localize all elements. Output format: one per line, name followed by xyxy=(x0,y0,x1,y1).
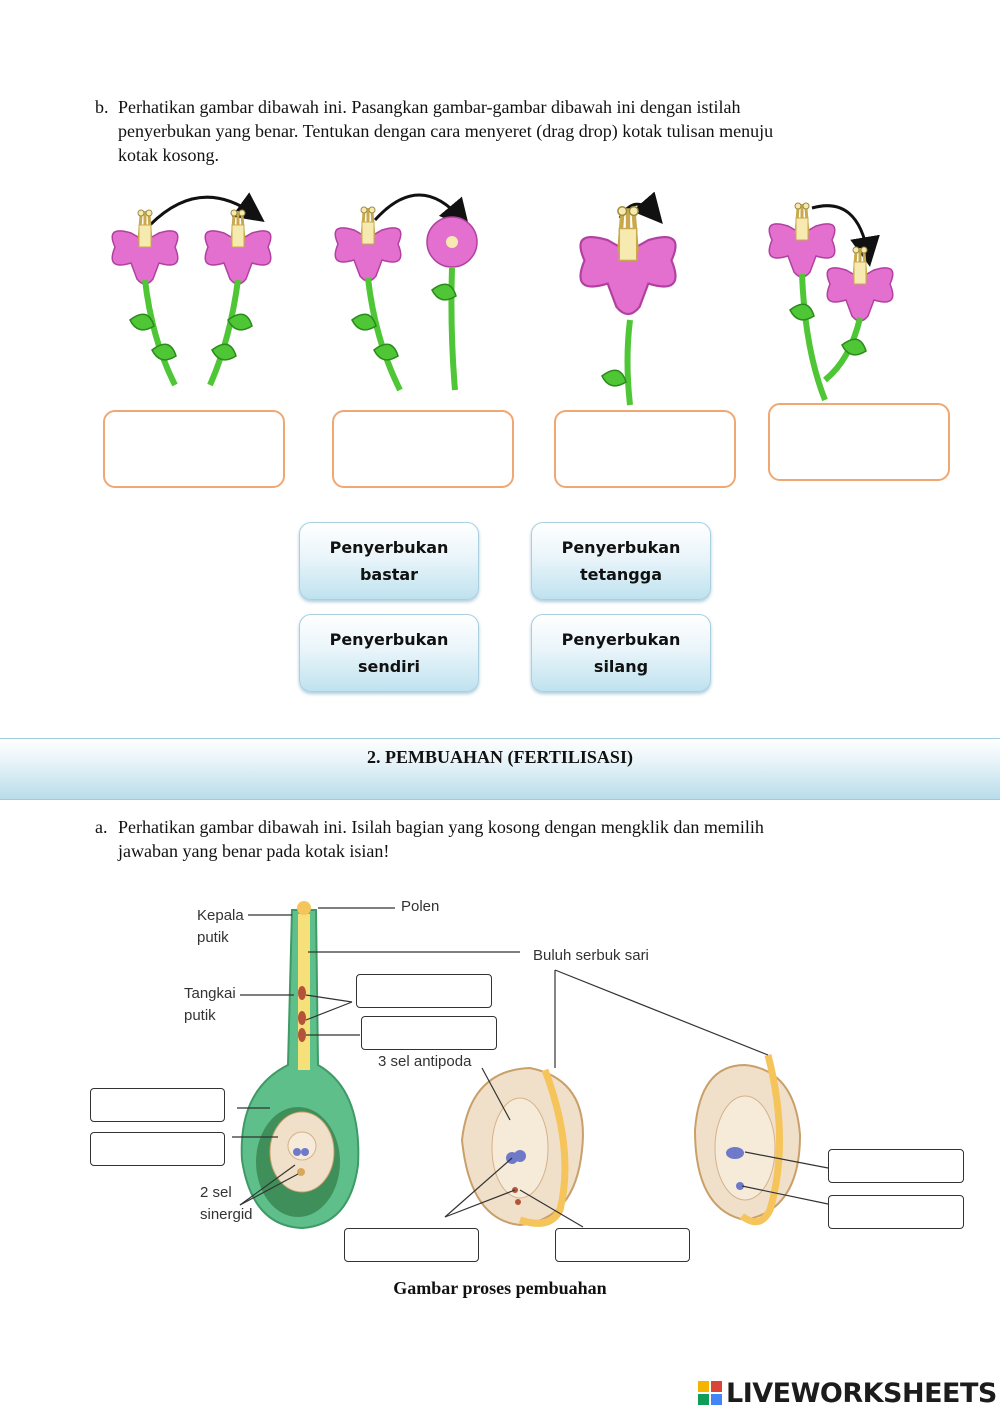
label-buluh-serbuk-sari: Buluh serbuk sari xyxy=(533,947,649,964)
chip-line: Penyerbukan xyxy=(329,630,449,649)
fertilization-diagram xyxy=(232,901,829,1230)
label-3-sel-antipoda: 3 sel antipoda xyxy=(378,1053,472,1070)
answer-field-6[interactable] xyxy=(555,1228,690,1262)
label-kepala-putik: Kepala putik xyxy=(197,907,244,946)
chip-penyerbukan-tetangga[interactable]: Penyerbukan tetangga xyxy=(531,522,711,600)
answer-field-3[interactable] xyxy=(90,1088,225,1122)
instruction-line: penyerbukan yang benar. Tentukan dengan … xyxy=(118,121,774,141)
liveworksheets-brand: LIVEWORKSHEETS xyxy=(726,1378,997,1409)
answer-field-1[interactable] xyxy=(356,974,492,1008)
chip-line: Penyerbukan xyxy=(329,538,449,557)
chip-line: bastar xyxy=(359,565,419,584)
section-header: 2. PEMBUAHAN (FERTILISASI) xyxy=(0,738,1000,800)
instruction-a: a. Perhatikan gambar dibawah ini. Isilah… xyxy=(95,815,895,863)
flower-group-1 xyxy=(110,192,273,387)
flower-group-2 xyxy=(333,193,478,392)
flower-group-3 xyxy=(580,191,675,406)
chip-line: tetangga xyxy=(579,565,663,584)
chip-penyerbukan-bastar[interactable]: Penyerbukan bastar xyxy=(299,522,479,600)
answer-field-7[interactable] xyxy=(828,1149,964,1183)
instruction-line: Perhatikan gambar dibawah ini. Pasangkan… xyxy=(118,97,741,117)
liveworksheets-logo-icon xyxy=(698,1381,722,1405)
pistil-diagram xyxy=(240,901,360,1230)
answer-field-2[interactable] xyxy=(361,1016,497,1050)
pollination-illustration xyxy=(110,191,895,406)
diagram-caption: Gambar proses pembuahan xyxy=(393,1278,607,1298)
instruction-letter: a. xyxy=(95,817,108,837)
label-tangkai-putik: Tangkai putik xyxy=(184,985,236,1024)
ovule-diagram-1 xyxy=(460,1066,584,1227)
chip-penyerbukan-silang[interactable]: Penyerbukan silang xyxy=(531,614,711,692)
instruction-letter: b. xyxy=(95,97,109,117)
drop-target-3[interactable] xyxy=(554,410,736,488)
drop-target-2[interactable] xyxy=(332,410,514,488)
instruction-b: b. Perhatikan gambar dibawah ini. Pasang… xyxy=(95,95,895,167)
drop-target-4[interactable] xyxy=(768,403,950,481)
label-lines xyxy=(232,907,829,1228)
instruction-line: kotak kosong. xyxy=(118,145,219,165)
answer-field-5[interactable] xyxy=(344,1228,479,1262)
chip-line: Penyerbukan xyxy=(561,538,681,557)
chip-line: sendiri xyxy=(357,657,421,676)
chip-line: Penyerbukan xyxy=(561,630,681,649)
chip-penyerbukan-sendiri[interactable]: Penyerbukan sendiri xyxy=(299,614,479,692)
instruction-line: Perhatikan gambar dibawah ini. Isilah ba… xyxy=(118,817,764,837)
label-polen: Polen xyxy=(401,898,440,915)
answer-field-4[interactable] xyxy=(90,1132,225,1166)
chip-line: silang xyxy=(593,657,649,676)
drop-target-1[interactable] xyxy=(103,410,285,488)
section-title: 2. PEMBUAHAN (FERTILISASI) xyxy=(367,747,633,767)
flower-group-4 xyxy=(767,201,895,402)
ovule-diagram-2 xyxy=(693,1054,802,1226)
label-2-sel-sinergid: 2 sel sinergid xyxy=(200,1184,253,1223)
instruction-line: jawaban yang benar pada kotak isian! xyxy=(118,841,390,861)
answer-field-8[interactable] xyxy=(828,1195,964,1229)
